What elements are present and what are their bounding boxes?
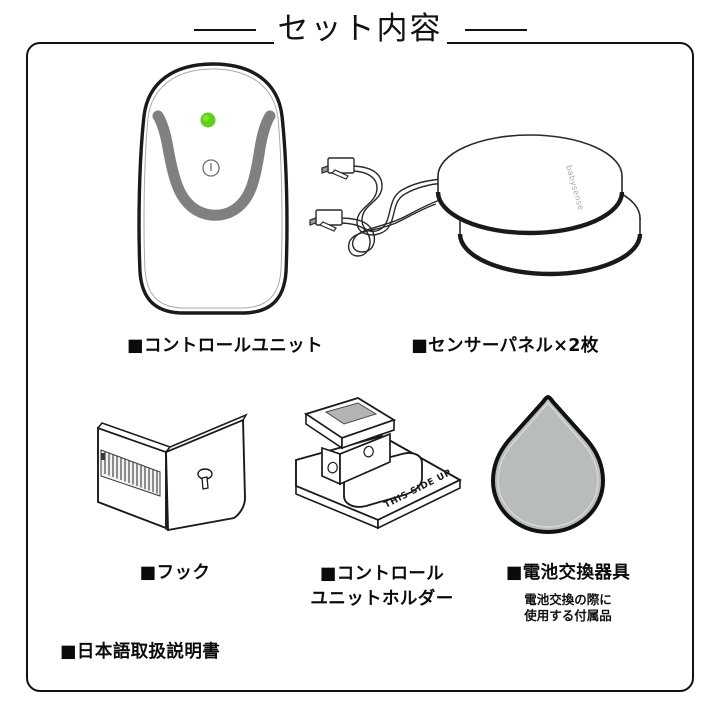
label-manual: ■日本語取扱説明書: [60, 642, 221, 662]
hook-keyhole-slot: [197, 468, 213, 490]
holder-tab-inset: [324, 402, 378, 425]
label-sensor-panel: ■センサーパネル×2枚: [411, 336, 599, 356]
label-holder-line2: ユニットホルダー: [310, 589, 454, 610]
hook-right-edge: [165, 413, 248, 453]
led-indicator-highlight: [203, 115, 209, 121]
label-control-unit: ■コントロールユニット: [127, 336, 323, 356]
sensor-cables: [337, 165, 445, 257]
sensor-panel-illustration: babysense: [309, 130, 643, 290]
label-holder-line1: ■コントロール: [319, 564, 445, 584]
title-rule-right: [464, 28, 527, 31]
holder-slot-right: [363, 445, 374, 458]
cable-connector-bottom: [309, 209, 343, 232]
label-hook: ■フック: [139, 563, 211, 583]
hook-illustration: [88, 398, 268, 538]
battery-tool-illustration: [483, 392, 613, 538]
battery-tool-body: [490, 394, 606, 535]
cable-connector-top: [321, 157, 355, 180]
sensor-panel-upper: [435, 134, 625, 236]
holder-upper-tab-edge2: [341, 418, 395, 450]
battery-tool-svg: [490, 394, 606, 535]
hook-svg: [96, 413, 248, 532]
label-battery-tool: ■電池交換器具: [505, 563, 631, 583]
control-unit-svg: [137, 62, 289, 315]
control-unit-body: [137, 62, 289, 315]
battery-tool-inner-highlight: [497, 401, 599, 528]
control-unit-curve: [152, 110, 276, 221]
holder-slot-left: [327, 461, 338, 474]
sensor-panel-svg: babysense: [309, 134, 643, 277]
page-title: セット内容: [273, 14, 447, 45]
control-unit-holder-svg: THIS SIDE UP: [295, 397, 463, 530]
title-rule-left: [193, 28, 256, 31]
control-unit-holder-illustration: THIS SIDE UP: [282, 392, 472, 542]
holder-base-edge-right: [377, 478, 461, 530]
hook-ridge-pattern: [100, 449, 161, 497]
page-title-block: セット内容: [0, 14, 720, 45]
control-unit-inner-outline: [143, 68, 283, 309]
battery-tool-note-line2: 使用する付属品: [524, 607, 612, 623]
control-unit-illustration: [128, 58, 298, 318]
holder-back-wall-face: [339, 432, 391, 486]
label-control-unit-holder: ■コントロール ユニットホルダー: [282, 562, 482, 613]
battery-tool-note-line1: 電池交換の際に: [524, 592, 612, 607]
battery-tool-note: 電池交換の際に 使用する付属品: [468, 592, 668, 623]
